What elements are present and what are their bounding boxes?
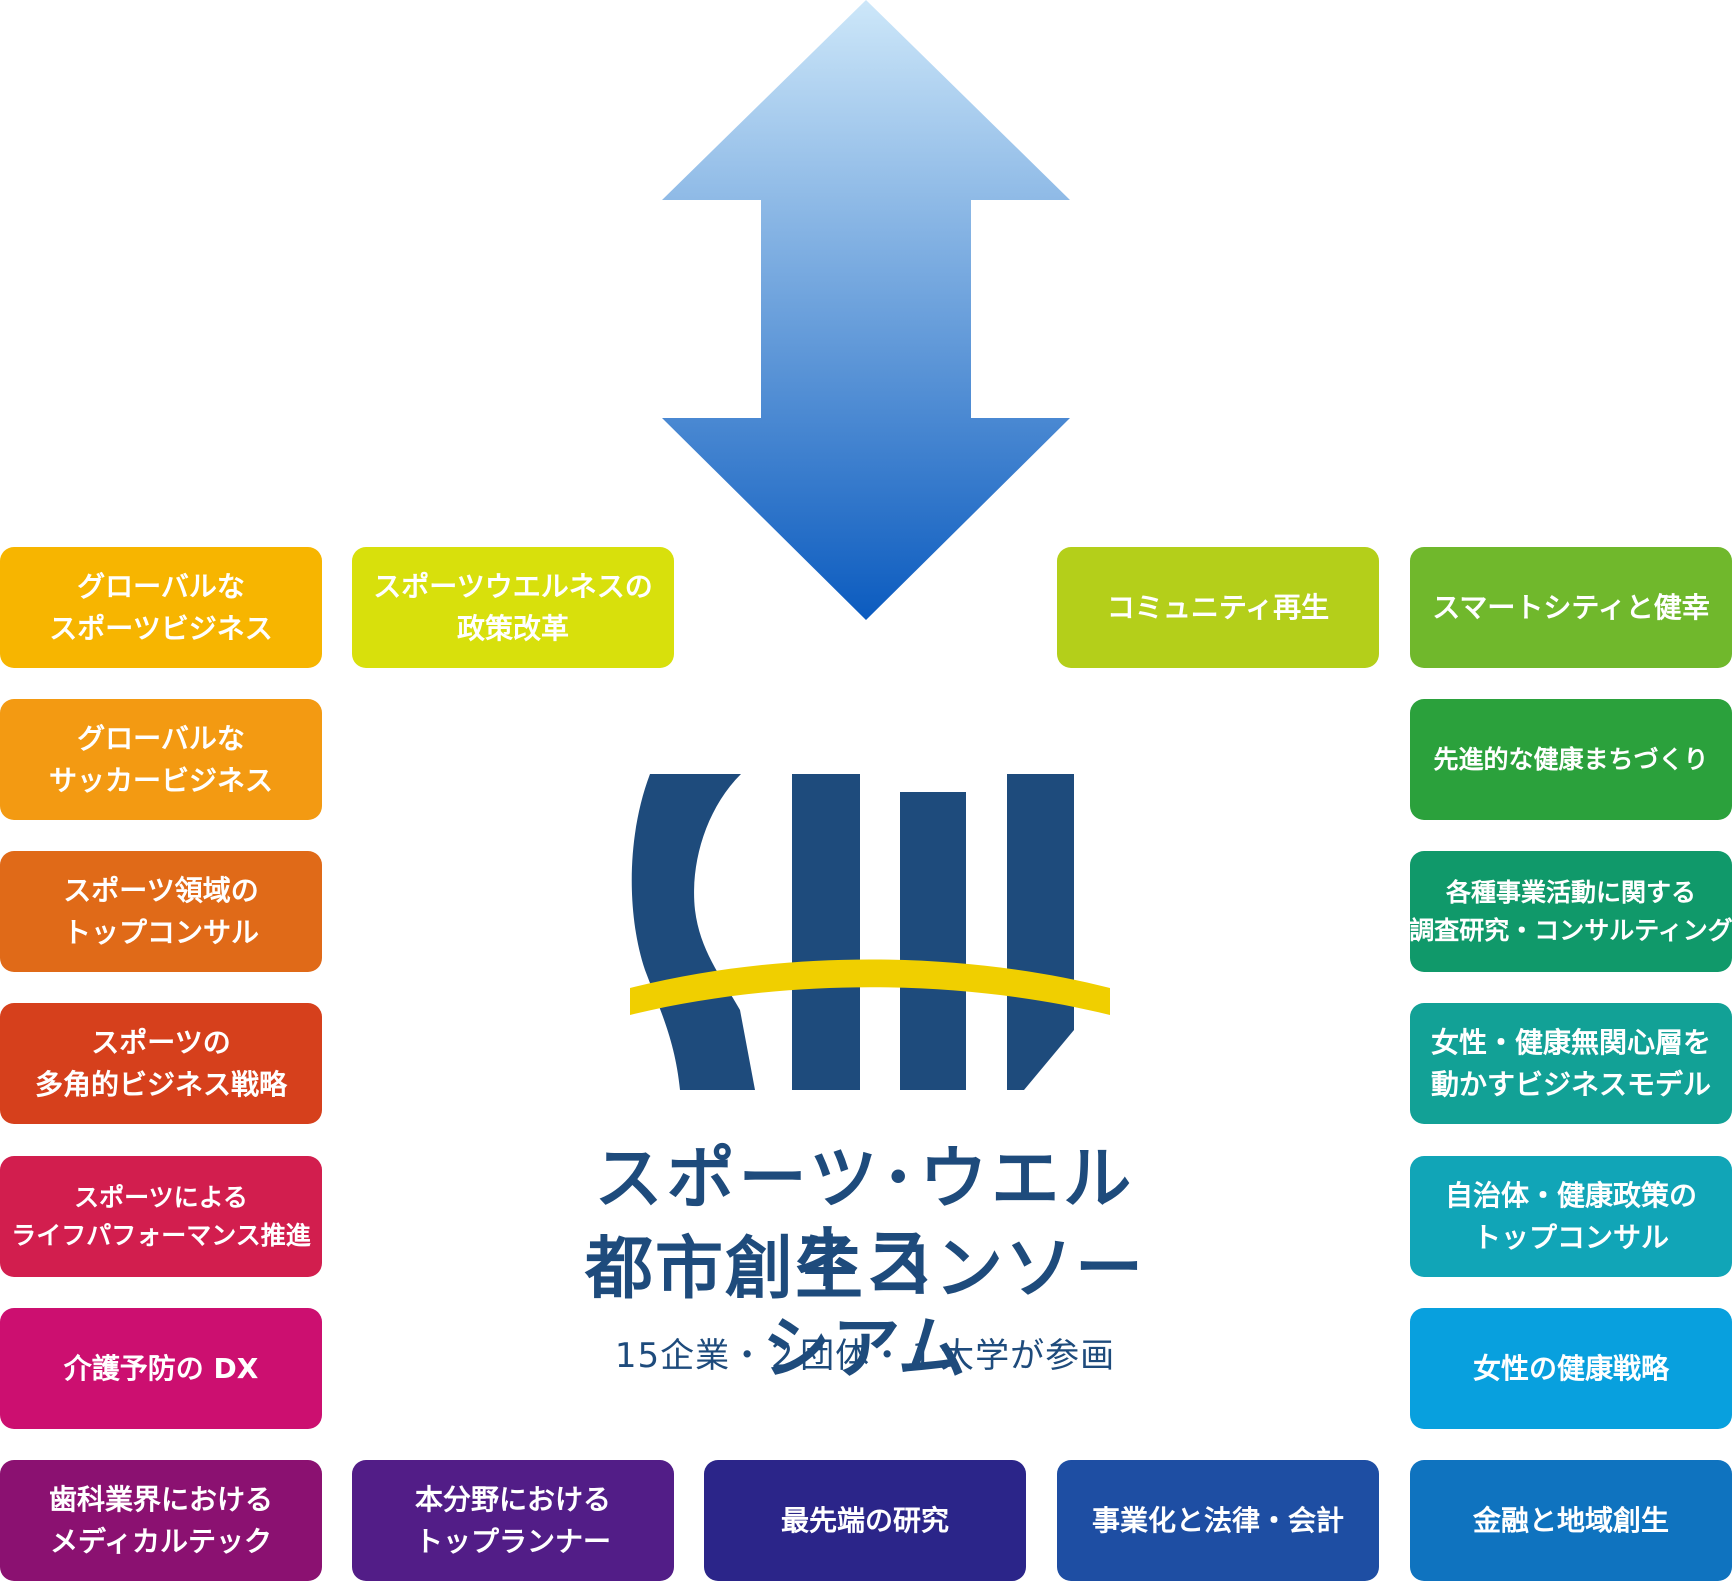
tile-label-line: 介護予防の DX — [63, 1351, 259, 1385]
tile-label-line: 本分野における — [414, 1482, 611, 1516]
service-tile: 本分野におけるトップランナー — [352, 1460, 674, 1581]
participants-note: 15企業・２団体・１大学が参画 — [614, 1336, 1116, 1376]
tile-label-line: 自治体・健康政策の — [1444, 1178, 1697, 1212]
service-tile: 金融と地域創生 — [1410, 1460, 1732, 1581]
logo-bar-2 — [900, 792, 966, 1090]
service-tile: スポーツ領域のトップコンサル — [0, 851, 322, 972]
logo-bar-3 — [1007, 774, 1074, 1090]
tile-label-line: コミュニティ再生 — [1106, 590, 1330, 624]
tile-label-line: スポーツによる — [74, 1182, 248, 1212]
service-tile: スポーツによるライフパフォーマンス推進 — [0, 1156, 322, 1277]
tile-label-line: スポーツの — [91, 1025, 231, 1059]
service-tile: スマートシティと健幸 — [1410, 547, 1732, 668]
service-tile: 各種事業活動に関する調査研究・コンサルティング — [1409, 851, 1732, 972]
logo-curved-bar — [631, 774, 755, 1090]
service-tile: グローバルなスポーツビジネス — [0, 547, 322, 668]
consortium-logo — [630, 774, 1110, 1090]
tile-label-line: 女性の健康戦略 — [1472, 1351, 1669, 1385]
tile-label-line: トップコンサル — [62, 915, 259, 949]
tile-label-line: グローバルな — [77, 721, 245, 755]
logo-bar-1 — [792, 774, 860, 1090]
tile-label-line: 先進的な健康まちづくり — [1433, 744, 1709, 774]
double-arrow-icon — [662, 0, 1070, 620]
service-tile: スポーツウエルネスの政策改革 — [352, 547, 674, 668]
tile-label-line: 女性・健康無関心層を — [1430, 1025, 1711, 1059]
tile-label-line: スポーツウエルネスの — [373, 569, 653, 603]
consortium-name-line2: 都市創生コンソーシアム — [584, 1230, 1145, 1389]
tile-label-line: 多角的ビジネス戦略 — [34, 1067, 287, 1101]
service-tile: グローバルなサッカービジネス — [0, 699, 322, 820]
service-tile: 自治体・健康政策のトップコンサル — [1410, 1156, 1732, 1277]
tile-label-line: メディカルテック — [49, 1524, 273, 1558]
tile-label-line: スマートシティと健幸 — [1432, 590, 1710, 624]
consortium-name-line1: スポーツ･ウエルネス — [594, 1140, 1136, 1299]
service-tile: 歯科業界におけるメディカルテック — [0, 1460, 322, 1581]
tile-label-line: 金融と地域創生 — [1472, 1503, 1669, 1537]
service-tile: 先進的な健康まちづくり — [1410, 699, 1732, 820]
tile-label-line: 動かすビジネスモデル — [1430, 1067, 1711, 1101]
tile-label-line: 政策改革 — [456, 611, 569, 645]
tile-label-line: サッカービジネス — [48, 763, 273, 797]
service-tile: 事業化と法律・会計 — [1057, 1460, 1379, 1581]
tile-label-line: 事業化と法律・会計 — [1091, 1503, 1344, 1537]
logo-arc — [630, 959, 1110, 1015]
tile-label-line: トップランナー — [414, 1524, 611, 1558]
tile-label-line: 最先端の研究 — [780, 1503, 949, 1537]
tile-label-line: トップコンサル — [1472, 1220, 1669, 1254]
tile-label-line: 調査研究・コンサルティング — [1409, 915, 1732, 945]
tile-label-line: 各種事業活動に関する — [1445, 877, 1696, 907]
tile-label-line: スポーツ領域の — [63, 873, 259, 907]
arrow-shape — [662, 0, 1070, 620]
service-tile: 女性・健康無関心層を動かすビジネスモデル — [1410, 1003, 1732, 1124]
service-tile: 女性の健康戦略 — [1410, 1308, 1732, 1429]
tile-label-line: 歯科業界における — [48, 1482, 273, 1516]
tile-label-line: スポーツビジネス — [49, 611, 273, 645]
service-tile: スポーツの多角的ビジネス戦略 — [0, 1003, 322, 1124]
tile-label-line: ライフパフォーマンス推進 — [11, 1220, 311, 1250]
service-tile: コミュニティ再生 — [1057, 547, 1379, 668]
tile-label-line: グローバルな — [77, 569, 245, 603]
service-tile: 介護予防の DX — [0, 1308, 322, 1429]
service-tile: 最先端の研究 — [704, 1460, 1026, 1581]
